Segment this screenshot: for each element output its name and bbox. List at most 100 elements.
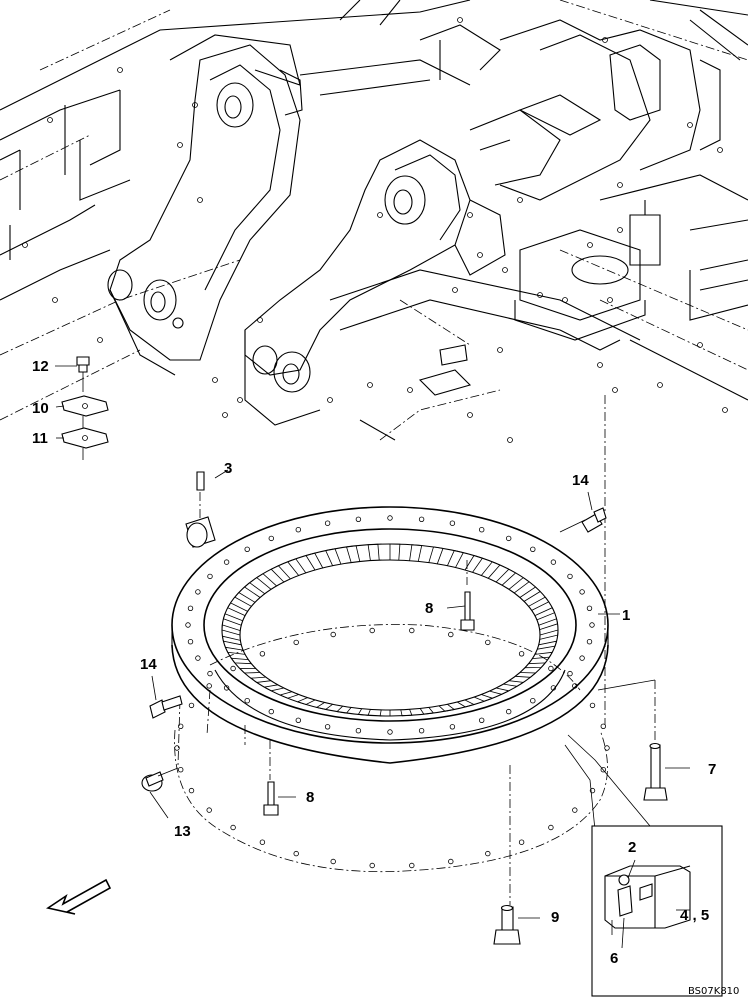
ring-gear-teeth <box>221 543 559 717</box>
gear-tooth <box>389 543 401 561</box>
gear-tooth <box>528 596 550 611</box>
gear-tooth <box>221 635 242 646</box>
gear-tooth <box>278 691 299 699</box>
gear-tooth <box>270 565 291 583</box>
ring-bolt-hole <box>324 520 331 526</box>
lower-bolt-hole <box>188 787 195 794</box>
ring-bolt-hole <box>567 670 573 677</box>
lower-bolt-hole <box>548 665 554 672</box>
lower-bolt-hole <box>548 824 554 831</box>
lower-bolt-hole <box>177 767 184 773</box>
ring-bolt-hole <box>187 605 194 611</box>
ring-bolt-hole <box>418 728 425 734</box>
gear-tooth <box>474 694 494 702</box>
ring-bolt-hole <box>195 589 201 595</box>
ring-bolt-hole <box>268 535 274 542</box>
gear-tooth <box>400 709 413 717</box>
ring-bolt-hole <box>223 685 230 691</box>
gear-tooth <box>249 676 272 683</box>
gear-tooth <box>419 707 435 715</box>
lower-bolt-hole <box>518 839 525 845</box>
ring-bolt-hole <box>355 516 362 522</box>
gear-tooth <box>234 591 256 607</box>
gear-tooth <box>222 613 243 626</box>
gear-tooth <box>315 702 333 710</box>
reference-code: BS07K810 <box>688 986 739 997</box>
lower-bolt-hole <box>230 665 236 672</box>
gear-tooth <box>296 697 316 705</box>
gear-tooth <box>428 546 444 564</box>
ring-bolt-hole <box>567 573 573 580</box>
gear-tooth <box>221 624 241 636</box>
gear-tooth <box>325 548 342 566</box>
cover-plate-assembly <box>61 356 109 460</box>
ring-bolt-hole <box>479 717 485 723</box>
gear-tooth <box>503 680 525 687</box>
bolt-part-14-left <box>149 675 183 719</box>
callout-7: 7 <box>708 761 716 778</box>
lower-bolt-hole <box>206 807 212 813</box>
gear-tooth <box>287 558 307 576</box>
gear-tooth <box>489 687 511 695</box>
gear-tooth <box>534 607 556 621</box>
gear-tooth <box>345 545 361 563</box>
bolt-part-8-lower <box>263 781 296 816</box>
lower-bolt-hole <box>259 839 266 845</box>
lower-bolt-hole <box>572 807 578 813</box>
ring-bolt-hole <box>506 535 512 542</box>
lower-bolt-hole <box>293 850 299 857</box>
gear-tooth <box>495 568 517 586</box>
callout-4-5: 4 , 5 <box>680 907 709 924</box>
callout-14-left: 14 <box>140 656 157 673</box>
ring-bolt-hole <box>506 708 512 715</box>
ring-bolt-hole <box>185 622 191 628</box>
lower-bolt-hole <box>369 627 375 634</box>
leader-10 <box>55 405 65 408</box>
detail-inset <box>564 734 723 997</box>
callout-11: 11 <box>32 430 48 447</box>
ring-mounting-holes <box>185 515 595 735</box>
bolt-part-8-upper <box>446 591 475 631</box>
lower-bolt-hole <box>174 745 180 751</box>
lower-bolt-hole <box>448 631 454 638</box>
front-direction-arrow-icon <box>45 878 112 915</box>
gear-tooth <box>227 602 248 616</box>
gear-tooth <box>480 561 501 579</box>
ring-bolt-hole <box>387 515 393 521</box>
gear-tooth <box>336 705 352 714</box>
ring-bolt-hole <box>449 724 456 730</box>
ring-bolt-hole <box>207 573 213 580</box>
gear-tooth <box>263 684 284 692</box>
lower-bolt-hole <box>188 702 195 709</box>
gear-tooth <box>230 657 252 665</box>
lower-bolt-hole <box>259 651 266 657</box>
gear-tooth <box>538 618 559 630</box>
lower-bolt-hole <box>600 767 606 773</box>
bolt-part-7 <box>643 742 690 801</box>
gear-tooth <box>438 703 456 712</box>
grease-fitting-part-13 <box>141 767 179 819</box>
ring-bolt-hole <box>579 655 585 661</box>
callout-2: 2 <box>628 839 636 856</box>
gear-tooth <box>515 672 537 678</box>
ring-bolt-hole <box>195 655 201 661</box>
gear-tooth <box>447 550 464 568</box>
lower-mounting-circle <box>174 624 610 873</box>
lower-bolt-hole <box>293 639 299 646</box>
swing-bearing-ring <box>171 506 609 764</box>
callout-14-upper: 14 <box>572 472 589 489</box>
gear-tooth <box>367 543 380 561</box>
gear-tooth <box>224 646 246 655</box>
ring-bolt-hole <box>295 527 301 533</box>
gear-tooth <box>305 552 324 571</box>
ring-bolt-hole <box>449 520 456 526</box>
lower-bolt-hole <box>518 651 525 657</box>
bolt-part-14-upper <box>581 491 607 533</box>
callout-13: 13 <box>174 823 191 840</box>
ring-bolt-hole <box>530 546 536 552</box>
bolt-part-9 <box>493 904 540 945</box>
gear-tooth <box>537 640 558 650</box>
lower-bolt-hole <box>589 787 596 794</box>
ring-bolt-hole <box>207 670 213 677</box>
